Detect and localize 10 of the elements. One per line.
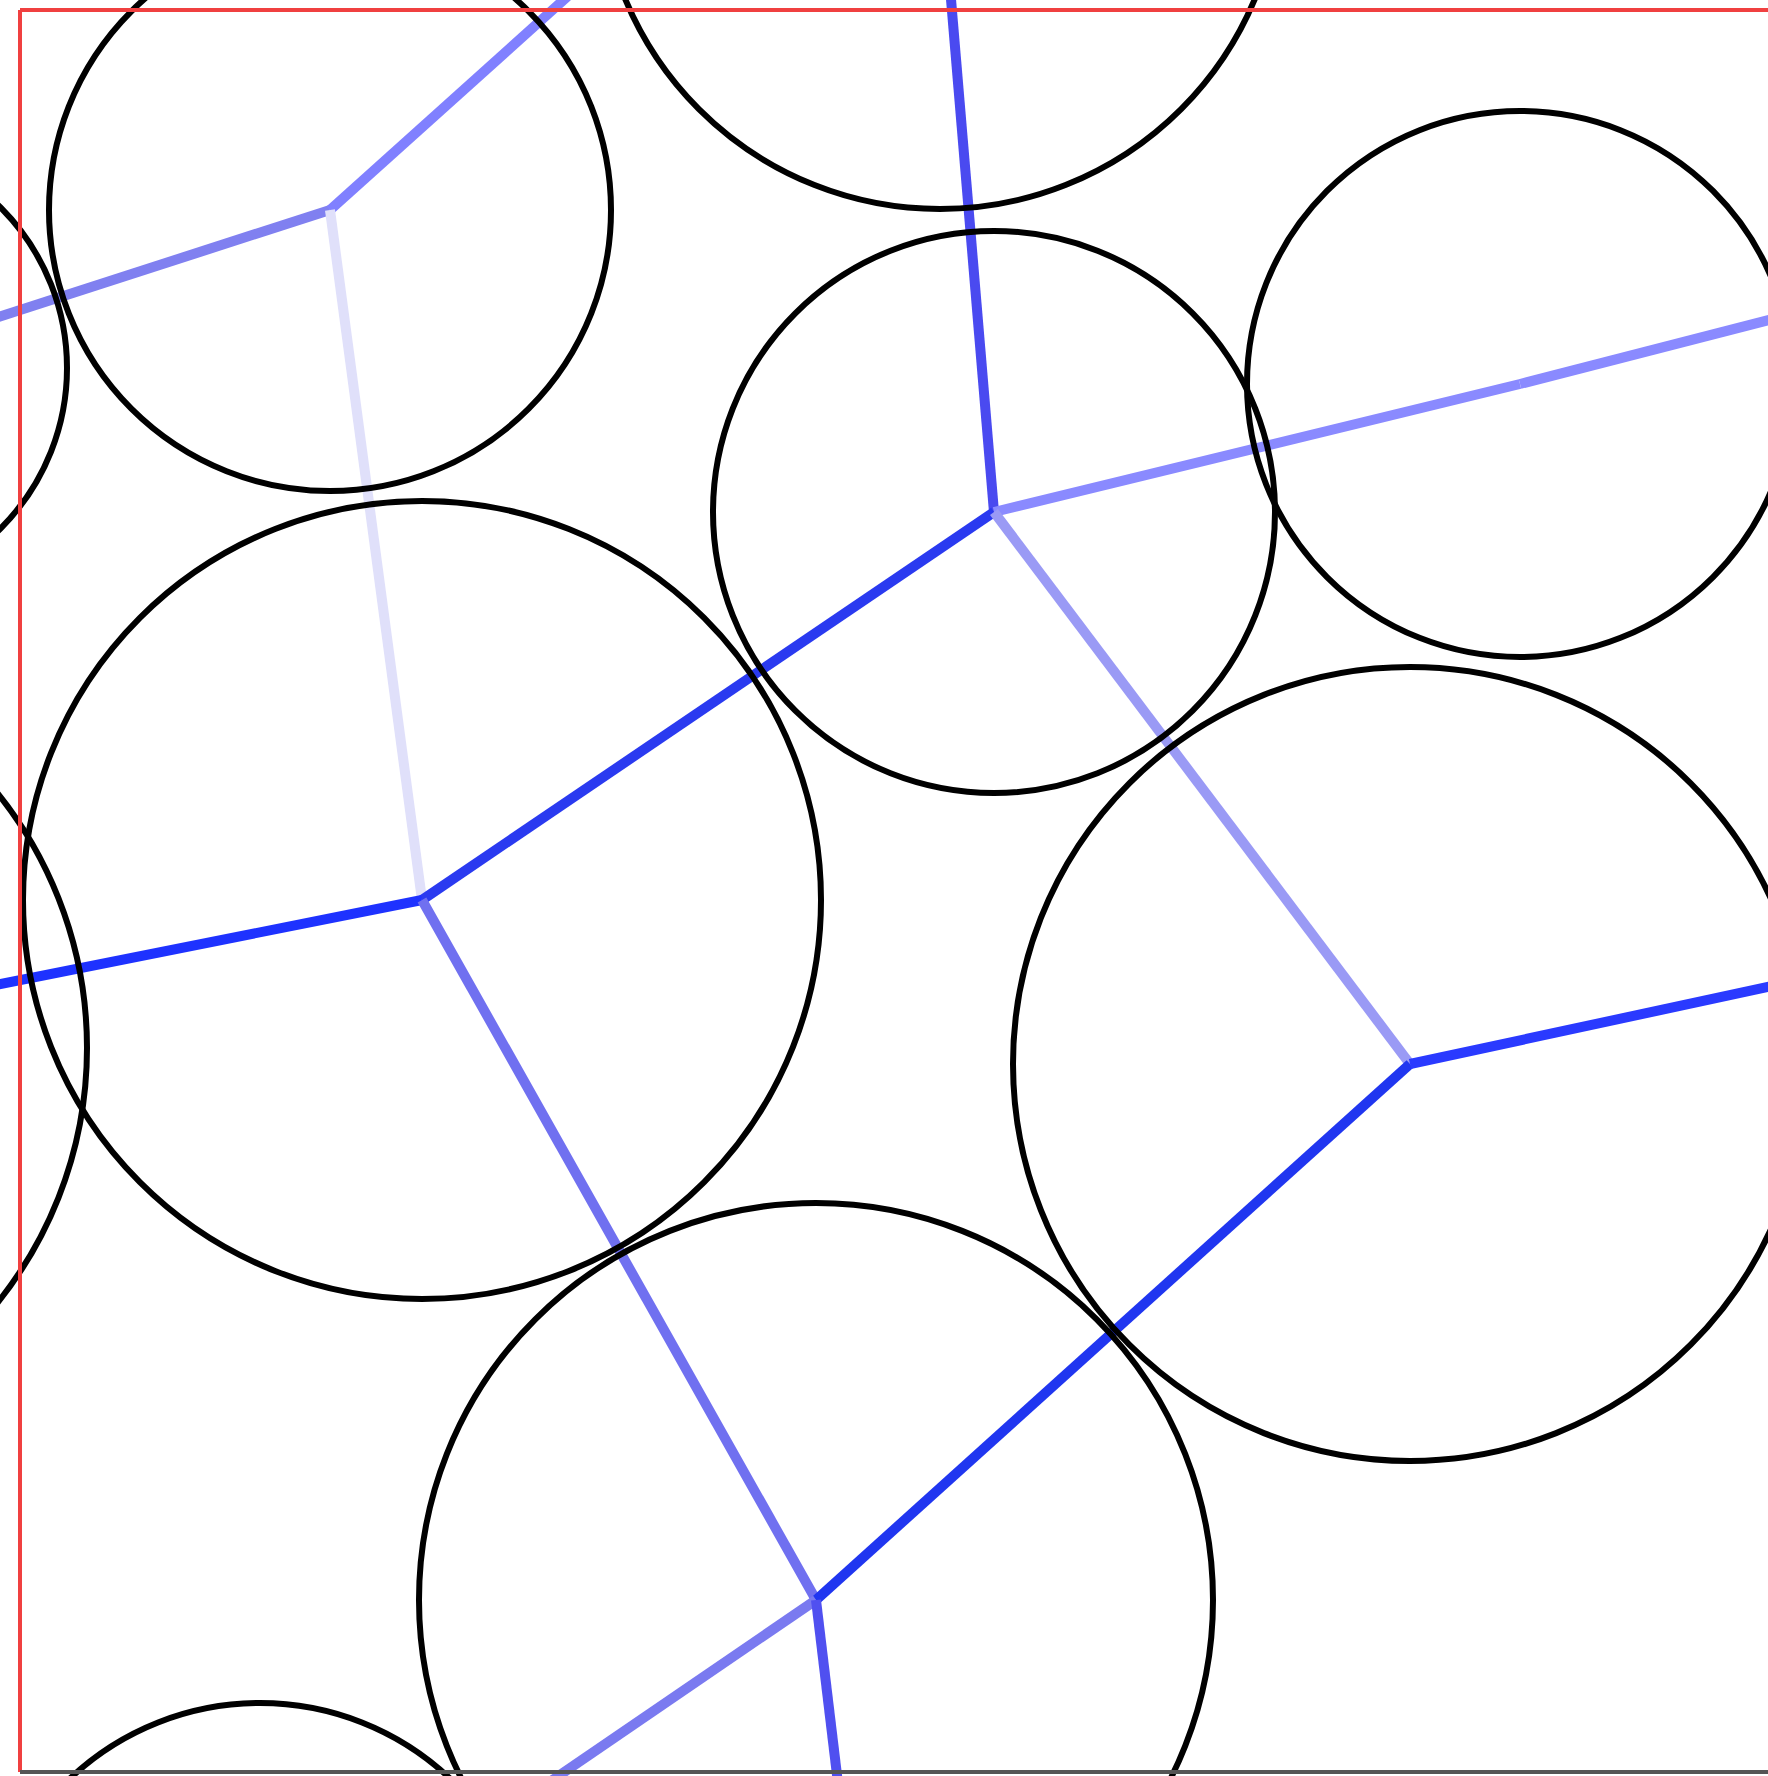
force-chain-line	[417, 897, 821, 1603]
force-chain-line	[325, 209, 427, 901]
force-chain-line	[419, 507, 997, 905]
force-chain-line	[990, 509, 1414, 1067]
force-chain-line	[812, 1060, 1414, 1604]
particle-circle	[710, 228, 1278, 796]
particle-circle	[20, 498, 824, 1302]
force-chain-line	[811, 1599, 845, 1776]
force-chain-line	[326, 0, 572, 214]
force-chain-line	[992, 379, 1522, 517]
